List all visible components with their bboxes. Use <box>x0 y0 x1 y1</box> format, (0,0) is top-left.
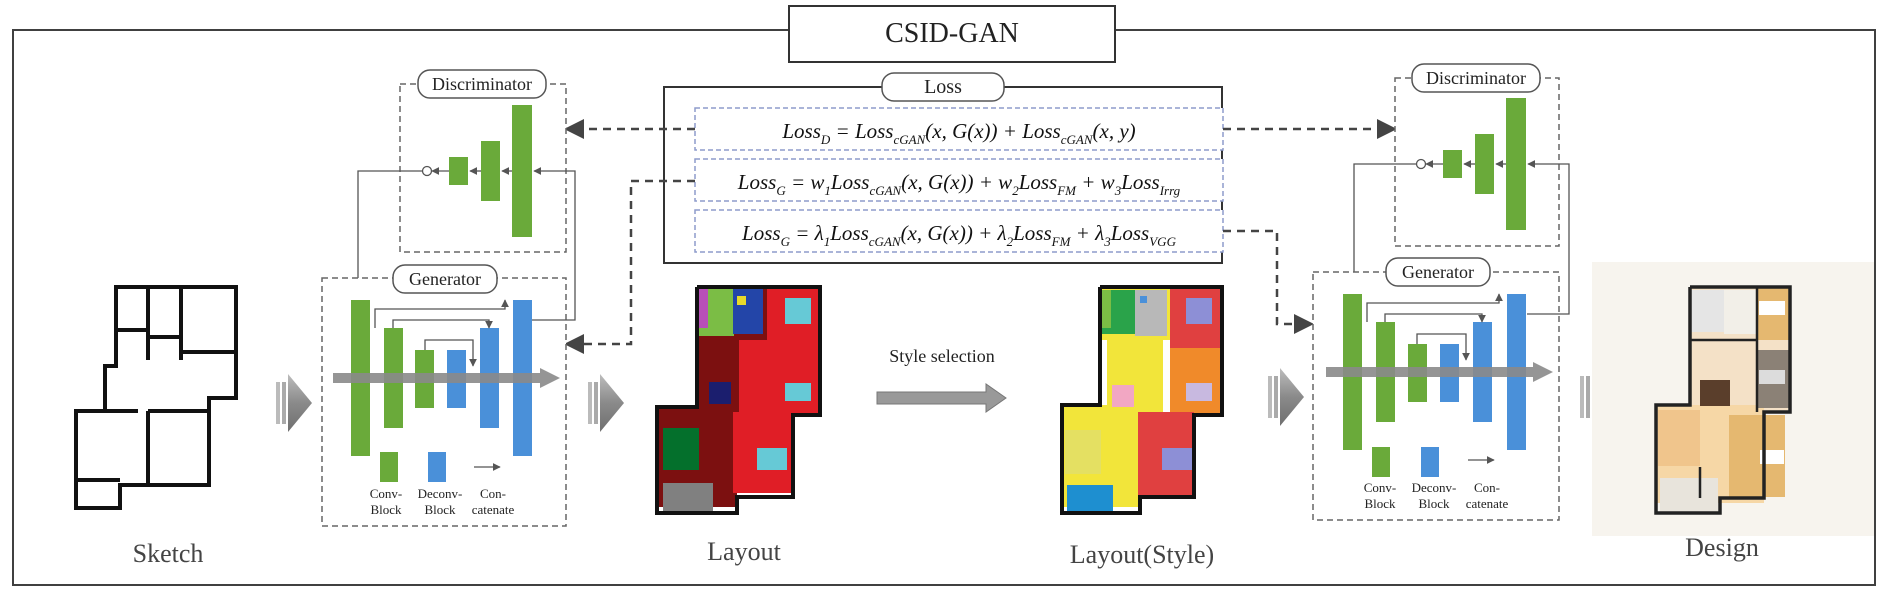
right-disc-block-2 <box>1475 134 1494 194</box>
left-gen-skip-2 <box>392 319 493 329</box>
style-selection-arrow <box>876 383 1007 413</box>
left-gen-flow-arrow <box>333 368 560 388</box>
left-legend-conv-swatch <box>380 452 398 482</box>
right-gen-skip-3 <box>1416 333 1470 361</box>
left-gen-gen-to-disc <box>532 167 576 321</box>
right-discriminator-label: Discriminator <box>1426 68 1526 88</box>
loss-label: Loss <box>924 76 962 98</box>
left-disc-feedback <box>354 170 422 299</box>
left-gen-skip-3 <box>424 339 477 367</box>
right-gen-skip-1 <box>1366 293 1503 322</box>
loss-formula-2: LossG = w1LosscGAN(x, G(x)) + w2LossFM +… <box>737 170 1181 198</box>
left-generator-label-box <box>392 264 498 294</box>
right-generator-label-box <box>1385 257 1491 287</box>
layout-label: Layout <box>707 537 781 566</box>
left-disc-block-1 <box>449 157 468 185</box>
left-disc-block-2 <box>481 141 500 201</box>
left-gen-skip-1 <box>374 299 509 328</box>
loss-to-right-generator <box>1223 229 1314 334</box>
right-disc-feedback <box>1350 163 1416 293</box>
left-disc-block-3 <box>512 105 532 237</box>
left-generator-label: Generator <box>409 269 481 289</box>
left-disc-output-node <box>421 165 433 177</box>
flow-arrow-1 <box>276 374 312 432</box>
left-legend-deconv-swatch <box>428 452 446 482</box>
right-discriminator-label-box <box>1411 63 1541 93</box>
layout-style-label: Layout(Style) <box>1070 540 1214 569</box>
right-legend-deconv-swatch <box>1421 447 1439 477</box>
right-network: Discriminator Generator Conv-Block Decon… <box>1312 63 1570 521</box>
left-legend-concat: Con-catenate <box>472 486 515 517</box>
formula-g2-box <box>694 209 1224 253</box>
flow-arrow-3 <box>1268 368 1304 426</box>
right-legend-concat: Con-catenate <box>1466 480 1509 511</box>
loss-to-left-generator <box>564 179 695 354</box>
sketch-label: Sketch <box>133 539 204 568</box>
right-disc-output-node <box>1415 158 1427 170</box>
right-gen-flow-arrow <box>1326 362 1553 382</box>
formula-d-box <box>694 107 1224 151</box>
layout-style-floorplan <box>1060 285 1224 515</box>
loss-label-box <box>881 72 1005 102</box>
left-discriminator-label: Discriminator <box>432 74 532 94</box>
layout-floorplan <box>655 285 822 515</box>
left-discriminator-label-box <box>417 69 547 99</box>
design-label: Design <box>1685 533 1759 562</box>
left-legend-conv: Conv-Block <box>370 486 403 517</box>
title-box <box>788 5 1116 63</box>
right-disc-block-1 <box>1443 150 1462 178</box>
right-legend-conv: Conv-Block <box>1364 480 1397 511</box>
left-legend-deconv: Deconv-Block <box>418 486 463 517</box>
right-gen-gen-to-disc <box>1527 160 1570 315</box>
loss-formulas: LossD = LosscGAN(x, G(x)) + LosscGAN(x, … <box>737 119 1181 249</box>
title-text: CSID-GAN <box>885 18 1019 49</box>
right-legend-conv-swatch <box>1372 447 1390 477</box>
style-selection-label: Style selection <box>889 346 994 366</box>
right-generator-label: Generator <box>1402 262 1474 282</box>
sketch-floorplan <box>74 285 238 510</box>
right-disc-block-3 <box>1506 98 1526 230</box>
flow-arrow-2 <box>588 374 624 432</box>
loss-formula-3: LossG = λ1LosscGAN(x, G(x)) + λ2LossFM +… <box>741 221 1177 249</box>
right-gen-skip-2 <box>1384 313 1486 323</box>
formula-g1-box <box>694 158 1224 202</box>
loss-formula-1: LossD = LosscGAN(x, G(x)) + LosscGAN(x, … <box>781 119 1135 147</box>
right-legend-deconv: Deconv-Block <box>1412 480 1457 511</box>
design-render <box>1592 262 1874 536</box>
left-network: Discriminator Generator Conv-Block Decon… <box>321 69 576 527</box>
